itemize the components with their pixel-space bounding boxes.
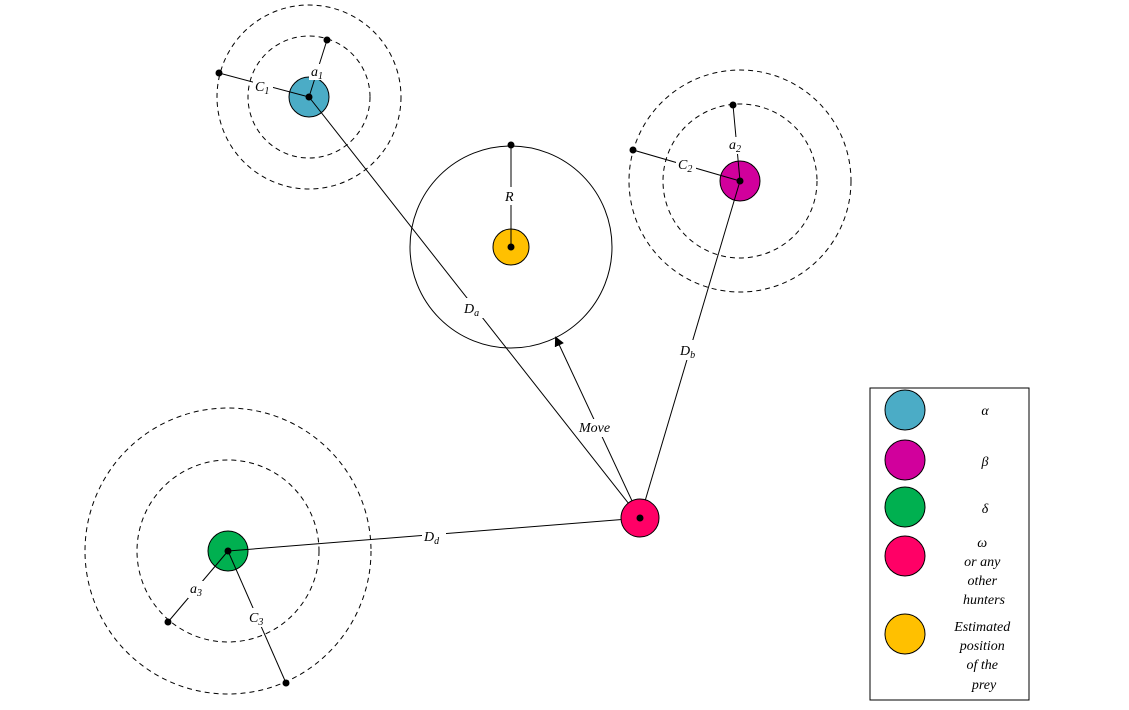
label-c2: C2 [678,158,692,175]
legend-alpha-label: α [981,404,989,419]
beta-c2-endpoint [629,146,637,154]
beta-group [628,69,852,293]
prey-group [409,141,613,349]
prey-r-endpoint [507,141,515,149]
omega-group [620,498,660,538]
alpha-inner-ring [247,35,371,159]
alpha-c1-endpoint [215,69,223,77]
legend-omega-swatch [884,535,926,577]
beta-a2-endpoint [729,101,737,109]
legend-delta-label: δ [982,502,989,517]
alpha-a1-endpoint [323,36,331,44]
label-dd: Dd [423,530,440,547]
label-c3: C3 [249,611,263,628]
legend-delta-swatch [884,486,926,528]
label-db: Db [679,344,695,361]
legend-beta-swatch [884,439,926,481]
delta-a3-endpoint [164,618,172,626]
label-move: Move [578,421,610,436]
label-a1: a1 [311,65,323,82]
alpha-group [215,4,402,190]
label-c1: C1 [255,80,269,97]
delta-inner-ring [136,459,320,643]
legend-beta-label: β [981,455,989,470]
label-a2: a2 [729,138,741,155]
prey-center-dot [507,243,515,251]
label-da: Da [463,302,479,319]
delta-c3-endpoint [282,679,290,687]
legend-alpha-swatch [884,389,926,431]
alpha-outer-ring [216,4,402,190]
label-r: R [504,190,514,205]
legend-omega-label: ω or any other hunters [963,536,1006,608]
delta-outer-ring [84,407,372,695]
legend-prey-swatch [884,613,926,655]
legend: α β δ ω or any other hunters Estimated p… [869,387,1030,701]
label-a3: a3 [190,582,202,599]
beta-inner-ring [662,103,818,259]
legend-prey-label: Estimated position of the prey [953,620,1014,693]
omega-center-dot [636,514,644,522]
beta-outer-ring [628,69,852,293]
